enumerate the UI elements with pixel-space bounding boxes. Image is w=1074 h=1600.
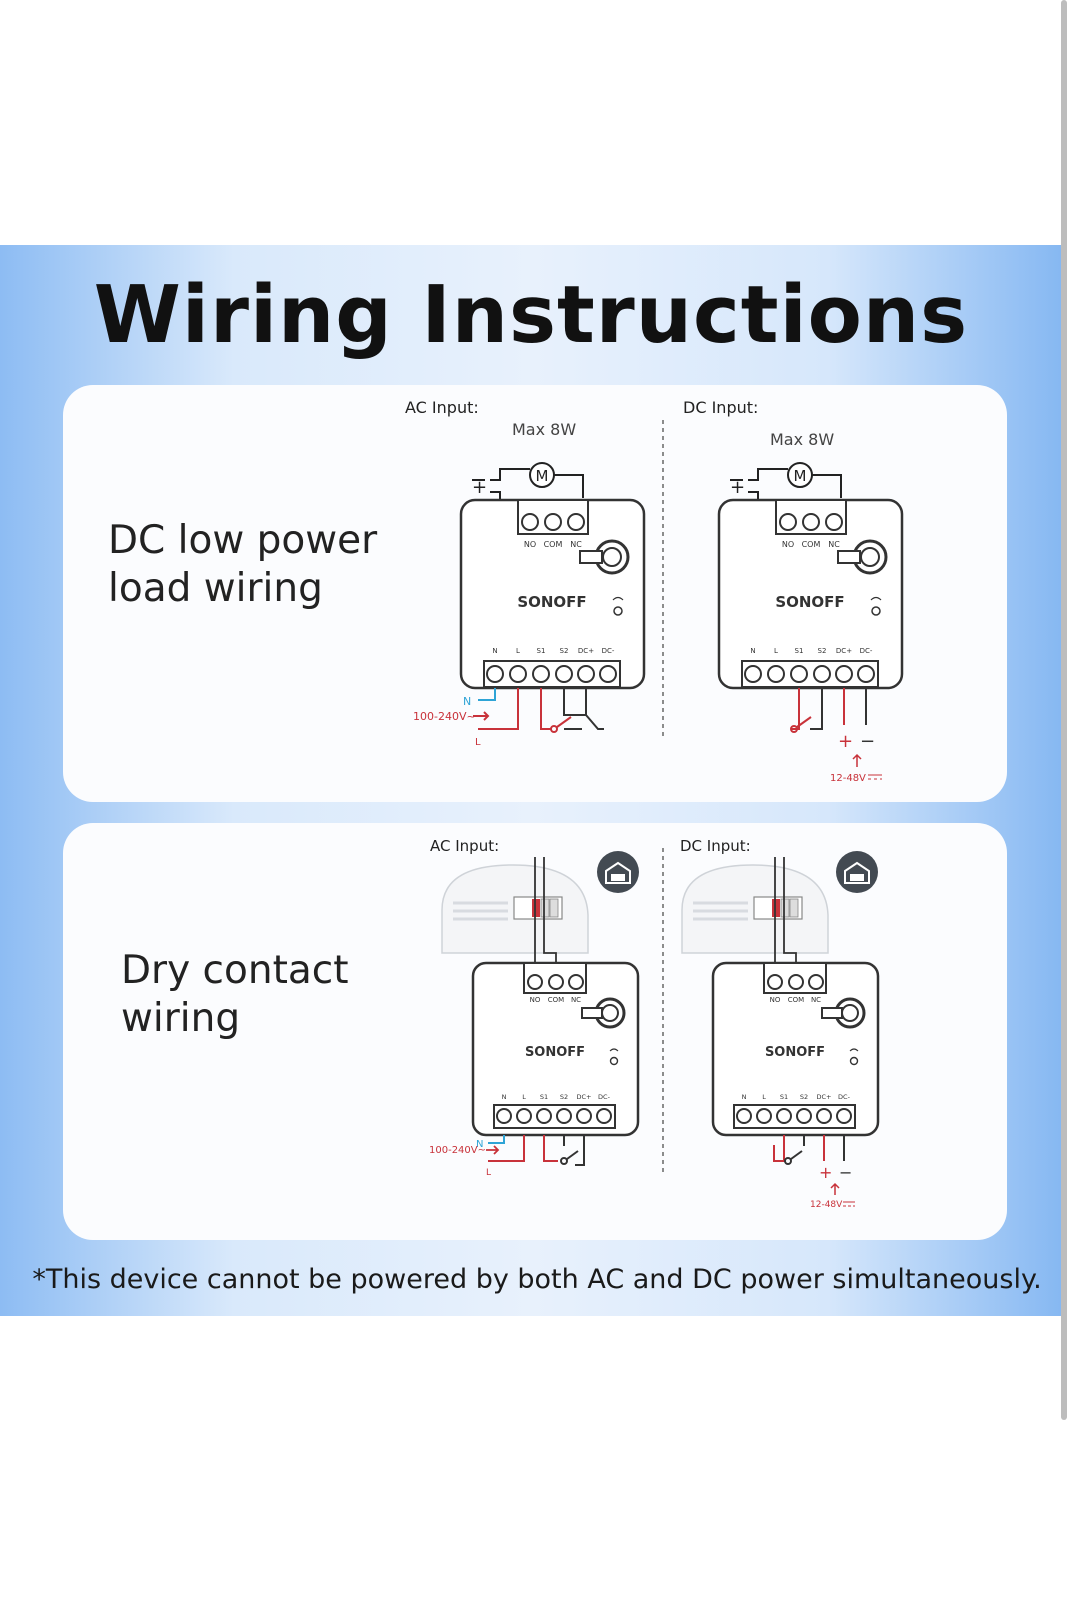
brand-logo: SONOFF: [765, 1045, 825, 1060]
svg-text:S2: S2: [560, 1093, 568, 1101]
svg-text:DC-: DC-: [602, 647, 615, 655]
svg-text:−: −: [839, 1163, 852, 1182]
garage-icon: [836, 851, 878, 893]
svg-text:100-240V~: 100-240V~: [429, 1145, 486, 1156]
wifi-icon: [849, 1048, 859, 1066]
diagram-dc-load-ac: AC Input: Max 8W M + NO COM NC SONOFF N …: [405, 398, 646, 748]
svg-text:L: L: [774, 647, 778, 655]
max-power-label: Max 8W: [512, 420, 576, 439]
svg-text:L: L: [475, 737, 481, 748]
svg-text:12-48V: 12-48V: [810, 1200, 843, 1210]
svg-text:DC+: DC+: [836, 647, 852, 655]
diagram-dc-load-dc: DC Input: Max 8W M + NO COM NC SONOFF N …: [683, 398, 904, 784]
brand-logo: SONOFF: [775, 593, 844, 611]
button-ring-icon: [579, 539, 630, 575]
diagram-divider: [662, 420, 664, 740]
top-terminals: NO COM NC: [779, 513, 843, 549]
svg-text:N: N: [476, 1139, 483, 1150]
svg-text:S1: S1: [537, 647, 546, 655]
top-terminals: NO COM NC: [767, 974, 824, 1004]
diagram-divider: [662, 848, 664, 1173]
motor-icon: M: [529, 462, 555, 488]
svg-text:DC+: DC+: [578, 647, 594, 655]
svg-text:S2: S2: [800, 1093, 808, 1101]
wifi-icon: [609, 1048, 619, 1066]
motor-icon: M: [787, 462, 813, 488]
input-heading: AC Input:: [405, 398, 479, 417]
svg-text:DC-: DC-: [860, 647, 873, 655]
input-heading: DC Input:: [680, 837, 751, 855]
svg-text:S2: S2: [818, 647, 827, 655]
svg-text:+: +: [472, 477, 487, 498]
svg-text:L: L: [762, 1093, 766, 1101]
wifi-icon: [612, 596, 624, 616]
section-label: Dry contact wiring: [121, 948, 349, 1041]
svg-text:M: M: [794, 467, 807, 485]
svg-text:+: +: [819, 1163, 832, 1182]
svg-text:+: +: [730, 477, 745, 498]
button-ring-icon: [581, 997, 626, 1029]
svg-text:NO: NO: [530, 996, 541, 1004]
svg-text:M: M: [536, 467, 549, 485]
svg-text:N: N: [502, 1093, 507, 1101]
svg-text:DC-: DC-: [598, 1093, 611, 1101]
svg-text:NC: NC: [570, 540, 582, 549]
garage-icon: [597, 851, 639, 893]
svg-text:S1: S1: [540, 1093, 548, 1101]
svg-text:N: N: [742, 1093, 747, 1101]
svg-text:L: L: [486, 1168, 491, 1178]
button-ring-icon: [821, 997, 866, 1029]
svg-text:DC+: DC+: [577, 1093, 592, 1101]
button-ring-icon: [837, 539, 888, 575]
top-terminals: NO COM NC: [527, 974, 584, 1004]
svg-text:COM: COM: [802, 540, 821, 549]
svg-text:COM: COM: [788, 996, 804, 1004]
svg-text:NC: NC: [571, 996, 581, 1004]
bottom-terminals: N L S1 S2 DC+ DC-: [741, 647, 879, 688]
svg-text:+: +: [838, 731, 853, 752]
svg-text:DC+: DC+: [817, 1093, 832, 1101]
wifi-icon: [870, 596, 882, 616]
svg-text:NO: NO: [782, 540, 794, 549]
input-heading: AC Input:: [430, 837, 499, 855]
svg-text:−: −: [860, 731, 875, 752]
svg-text:S2: S2: [560, 647, 569, 655]
diagram-dry-contact-ac: AC Input: NO COM NC SONOFF N L S1 S2 DC+…: [429, 837, 640, 1178]
diagram-dry-contact-dc: DC Input: NO COM NC SONOFF N L S1 S2 DC+…: [680, 837, 880, 1210]
svg-text:S1: S1: [795, 647, 804, 655]
svg-text:L: L: [516, 647, 520, 655]
svg-text:NC: NC: [811, 996, 821, 1004]
scrollbar[interactable]: [1061, 0, 1067, 1420]
svg-text:12-48V: 12-48V: [830, 773, 866, 784]
svg-text:NO: NO: [524, 540, 536, 549]
top-terminals: NO COM NC: [521, 513, 585, 549]
svg-text:NO: NO: [770, 996, 781, 1004]
svg-text:COM: COM: [548, 996, 564, 1004]
svg-text:S1: S1: [780, 1093, 788, 1101]
footnote: *This device cannot be powered by both A…: [32, 1264, 1042, 1295]
svg-text:COM: COM: [544, 540, 563, 549]
brand-logo: SONOFF: [525, 1045, 585, 1060]
svg-text:N: N: [750, 647, 755, 655]
svg-text:NC: NC: [828, 540, 840, 549]
section-label: DC low power load wiring: [108, 518, 378, 611]
svg-text:L: L: [522, 1093, 526, 1101]
svg-text:100-240V~: 100-240V~: [413, 710, 476, 723]
input-heading: DC Input:: [683, 398, 758, 417]
bottom-terminals: N L S1 S2 DC+ DC-: [483, 647, 621, 688]
svg-text:N: N: [492, 647, 497, 655]
max-power-label: Max 8W: [770, 430, 834, 449]
brand-logo: SONOFF: [517, 593, 586, 611]
bottom-terminals: N L S1 S2 DC+ DC-: [493, 1093, 616, 1129]
bottom-terminals: N L S1 S2 DC+ DC-: [733, 1093, 856, 1129]
svg-text:N: N: [463, 695, 471, 708]
page-title: Wiring Instructions: [93, 269, 969, 361]
svg-text:DC-: DC-: [838, 1093, 851, 1101]
